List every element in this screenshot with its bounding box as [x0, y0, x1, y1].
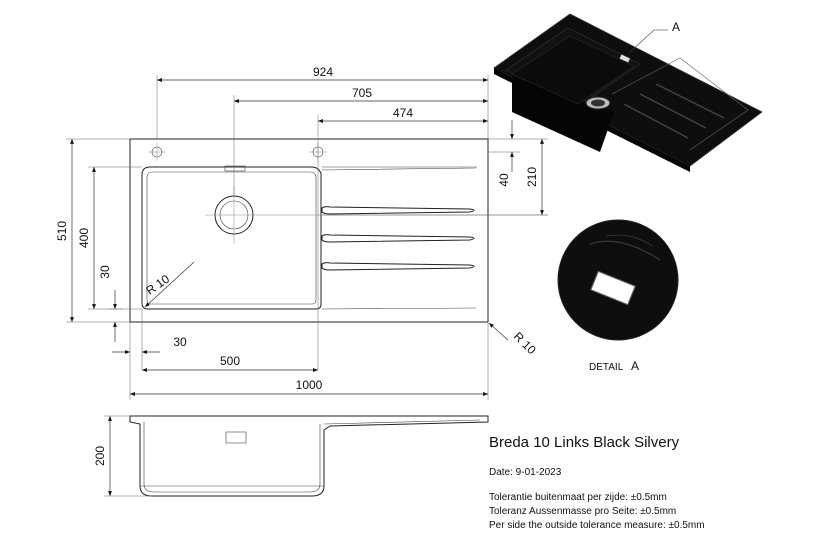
dim-474: 474: [393, 106, 413, 120]
bowl-outline: [141, 166, 322, 310]
dim-30-horizontal: 30: [173, 335, 187, 349]
drainer-groove-3: [321, 262, 475, 271]
overflow-slot: [224, 165, 246, 172]
side-view: 200: [93, 415, 489, 497]
tolerance-nl: Tolerantie buitenmaat per zijde: ±0.5mm: [489, 492, 667, 503]
product-title: Breda 10 Links Black Silvery: [489, 434, 680, 451]
dim-500: 500: [220, 354, 240, 368]
dim-r10-outer: R 10: [511, 329, 539, 357]
drainer-edge: [321, 166, 477, 171]
dim-1000: 1000: [296, 378, 323, 392]
marker-a: A: [672, 20, 680, 34]
dim-400: 400: [77, 228, 91, 248]
tolerance-de: Toleranz Aussenmasse pro Seite: ±0.5mm: [489, 506, 676, 517]
sink-outline: [129, 138, 489, 323]
drainer-groove-1: [321, 206, 475, 215]
side-overflow: [225, 431, 247, 444]
tolerance-en: Per side the outside tolerance measure: …: [489, 520, 705, 531]
top-view: [129, 138, 548, 323]
dim-40: 40: [497, 173, 511, 187]
drainer-bottom: [321, 307, 477, 310]
dim-r10-inner: R 10: [143, 272, 172, 298]
sink-3d-render: A: [493, 13, 763, 172]
dim-30-vertical: 30: [98, 265, 112, 279]
detail-slot: [589, 270, 637, 306]
date: Date: 9-01-2023: [489, 467, 562, 478]
dim-200: 200: [93, 446, 107, 466]
detail-a: DETAIL A: [557, 219, 679, 373]
dim-210: 210: [525, 167, 539, 187]
dimensions: 924 705 474 510 400 30 40 210 30 500: [55, 65, 548, 400]
detail-label: DETAIL: [589, 362, 624, 373]
bowl-inner: [146, 171, 317, 305]
detail-letter: A: [631, 359, 639, 373]
dim-924: 924: [313, 65, 333, 79]
dim-510: 510: [55, 221, 69, 241]
drainer-groove-2: [321, 234, 475, 243]
dim-705: 705: [352, 86, 372, 100]
title-block: Breda 10 Links Black Silvery Date: 9-01-…: [489, 434, 705, 531]
